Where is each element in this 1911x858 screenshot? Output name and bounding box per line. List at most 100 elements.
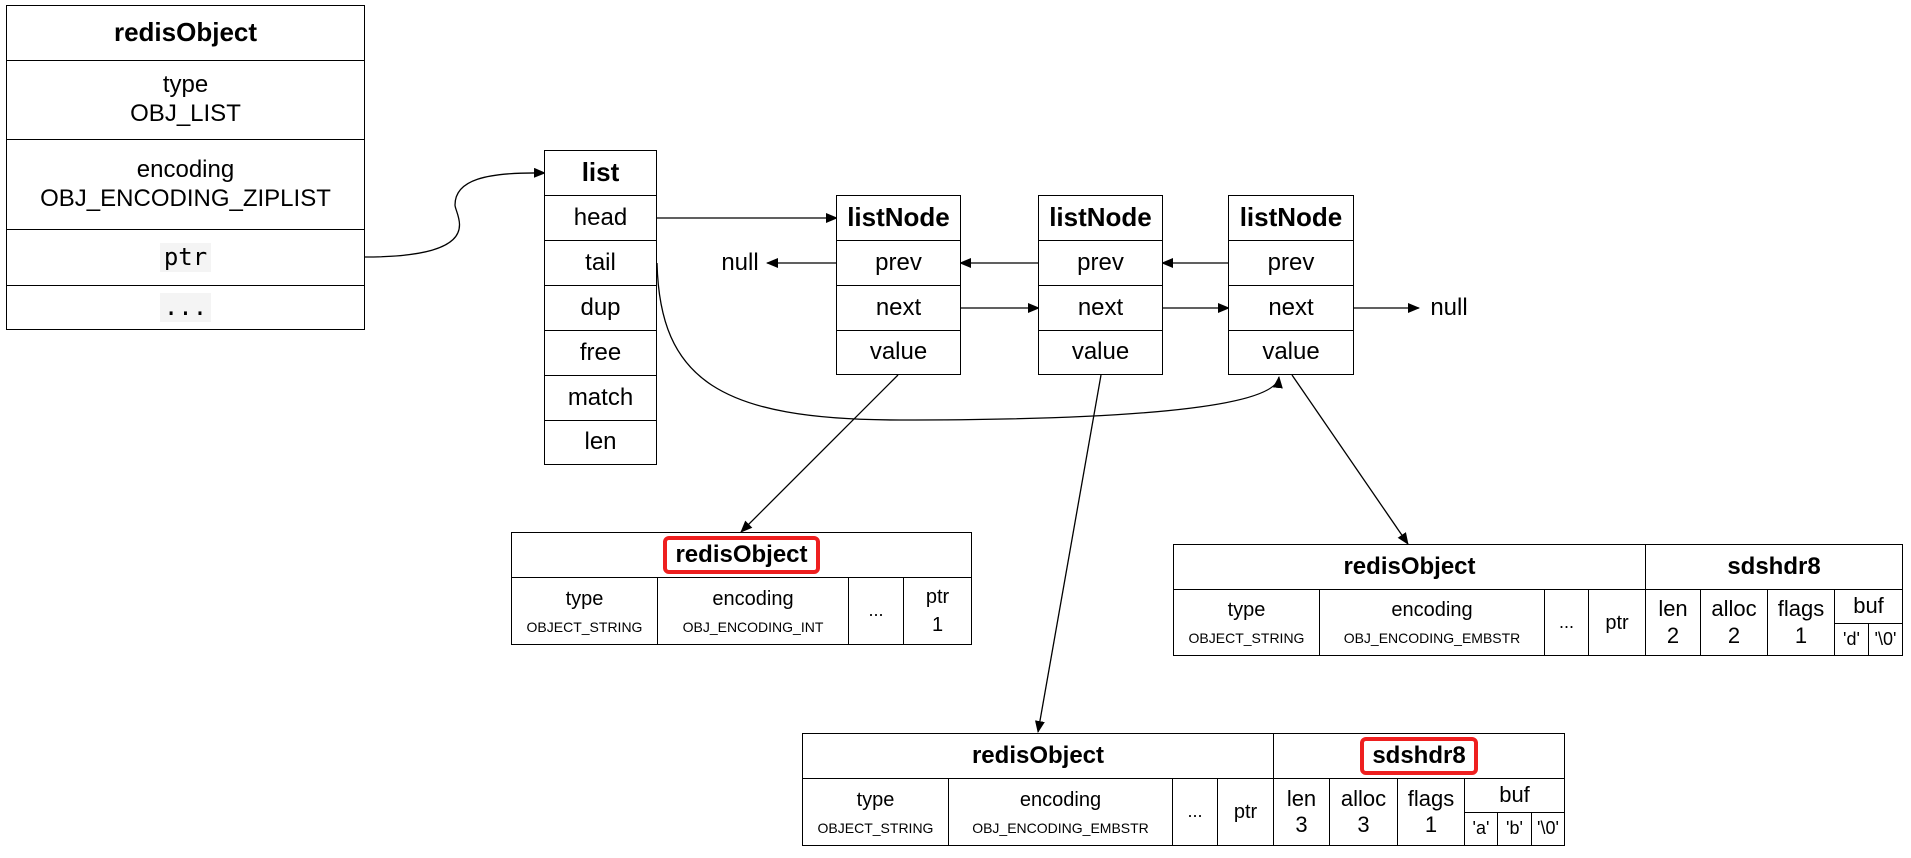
list-field-match: match — [544, 375, 657, 421]
obj-right-title: redisObject — [1173, 544, 1646, 590]
type-label: type — [565, 587, 604, 610]
obj-right-more: ... — [1544, 589, 1589, 656]
obj-bottom-buf-byte-0: 'a' — [1464, 812, 1498, 846]
obj-int-more: ... — [848, 577, 904, 645]
value-label: value — [1071, 338, 1130, 366]
encoding-label: encoding — [1019, 788, 1102, 811]
obj-right-buf-byte-0: 'd' — [1834, 623, 1869, 656]
next-label: next — [875, 293, 922, 321]
type-label: type — [856, 788, 895, 811]
arrow-ptr-to-list — [364, 167, 546, 258]
list-node-next: next — [1038, 285, 1163, 331]
redis-object-main-more: ... — [6, 285, 365, 330]
encoding-label: encoding — [1391, 599, 1473, 622]
ptr-label: ptr — [1605, 611, 1629, 634]
obj-bottom-flags: flags 1 — [1397, 778, 1465, 846]
flags-value: 1 — [1794, 622, 1808, 648]
list-node-title: listNode — [1228, 195, 1354, 241]
alloc-value: 3 — [1357, 812, 1370, 837]
null-label-right: null — [1430, 294, 1468, 321]
obj-bottom-title: redisObject — [802, 733, 1274, 779]
obj-bottom-title-text: redisObject — [971, 741, 1105, 769]
list-title-text: list — [581, 157, 620, 188]
redis-object-main-title-text: redisObject — [113, 17, 258, 48]
value-label: value — [1262, 338, 1320, 366]
more-field: ... — [868, 600, 884, 621]
arrow-node2-to-obj-bottom — [1034, 374, 1102, 733]
obj-right-alloc: alloc 2 — [1700, 589, 1768, 656]
list-node-value: value — [836, 330, 961, 375]
list-field-label: free — [579, 338, 622, 366]
list-node-title: listNode — [836, 195, 961, 241]
obj-bottom-more: ... — [1172, 778, 1218, 846]
list-node-title-text: listNode — [1049, 202, 1152, 233]
obj-bottom-sds-title: sdshdr8 — [1273, 733, 1565, 779]
redis-object-main-title: redisObject — [6, 5, 365, 61]
arrow-node3-to-obj-right — [1291, 374, 1409, 545]
list-field-head: head — [544, 195, 657, 241]
arrow-tail-to-node3 — [656, 262, 1283, 421]
buf-byte: 'd' — [1843, 628, 1860, 649]
obj-right-buf-label: buf — [1834, 589, 1903, 624]
ptr-field: ptr — [159, 243, 212, 272]
list-field-len: len — [544, 420, 657, 465]
list-node-title-text: listNode — [847, 202, 950, 233]
list-node-title-text: listNode — [1239, 202, 1343, 233]
obj-int-encoding: encoding OBJ_ENCODING_INT — [657, 577, 849, 645]
encoding-value: OBJ_ENCODING_INT — [682, 618, 824, 635]
list-field-tail: tail — [544, 240, 657, 286]
obj-bottom-len: len 3 — [1273, 778, 1330, 846]
more-field: ... — [1558, 611, 1574, 632]
prev-label: prev — [875, 248, 922, 276]
list-field-label: dup — [580, 293, 621, 321]
obj-bottom-buf-label: buf — [1464, 778, 1565, 813]
next-label: next — [1268, 293, 1314, 321]
list-node-prev: prev — [1228, 240, 1354, 286]
list-field-dup: dup — [544, 285, 657, 331]
arrow-node1-to-obj-int — [740, 374, 899, 533]
type-value: OBJ_LIST — [130, 100, 241, 127]
list-field-label: tail — [585, 248, 616, 276]
more-field: ... — [159, 293, 212, 322]
alloc-label: alloc — [1340, 785, 1387, 811]
list-field-label: match — [567, 383, 634, 411]
list-field-free: free — [544, 330, 657, 376]
obj-right-flags: flags 1 — [1767, 589, 1835, 656]
type-value: OBJECT_STRING — [526, 618, 643, 635]
obj-right-sds-title-text: sdshdr8 — [1727, 552, 1821, 580]
next-label: next — [1077, 293, 1124, 321]
prev-label: prev — [1077, 248, 1124, 276]
flags-label: flags — [1407, 785, 1455, 811]
type-value: OBJECT_STRING — [1188, 630, 1305, 647]
buf-label: buf — [1853, 593, 1884, 619]
null-label-left: null — [721, 249, 759, 276]
buf-byte: 'b' — [1506, 818, 1523, 839]
encoding-value: OBJ_ENCODING_ZIPLIST — [40, 184, 331, 212]
ptr-value: 1 — [931, 614, 944, 636]
ptr-label: ptr — [925, 586, 950, 608]
redis-object-main-type: type OBJ_LIST — [6, 60, 365, 140]
list-node-title: listNode — [1038, 195, 1163, 241]
obj-right-buf-byte-1: '\0' — [1868, 623, 1903, 656]
obj-bottom-encoding: encoding OBJ_ENCODING_EMBSTR — [948, 778, 1173, 846]
list-node-next: next — [1228, 285, 1354, 331]
buf-label: buf — [1499, 782, 1530, 808]
prev-label: prev — [1267, 248, 1315, 276]
encoding-label: encoding — [136, 155, 235, 183]
ptr-label: ptr — [1233, 801, 1258, 823]
obj-int-type: type OBJECT_STRING — [511, 577, 658, 645]
list-field-label: head — [573, 203, 628, 231]
list-field-label: len — [584, 428, 617, 456]
list-title: list — [544, 150, 657, 196]
obj-right-title-text: redisObject — [1343, 552, 1476, 580]
more-field: ... — [1187, 801, 1203, 822]
highlighted-sds-title: sdshdr8 — [1360, 736, 1478, 776]
redis-object-main-encoding: encoding OBJ_ENCODING_ZIPLIST — [6, 139, 365, 230]
obj-bottom-type: type OBJECT_STRING — [802, 778, 949, 846]
obj-bottom-alloc: alloc 3 — [1329, 778, 1398, 846]
type-value: OBJECT_STRING — [817, 819, 934, 836]
list-node-value: value — [1228, 330, 1354, 375]
obj-bottom-buf-byte-2: '\0' — [1531, 812, 1565, 846]
highlighted-title: redisObject — [663, 535, 820, 575]
